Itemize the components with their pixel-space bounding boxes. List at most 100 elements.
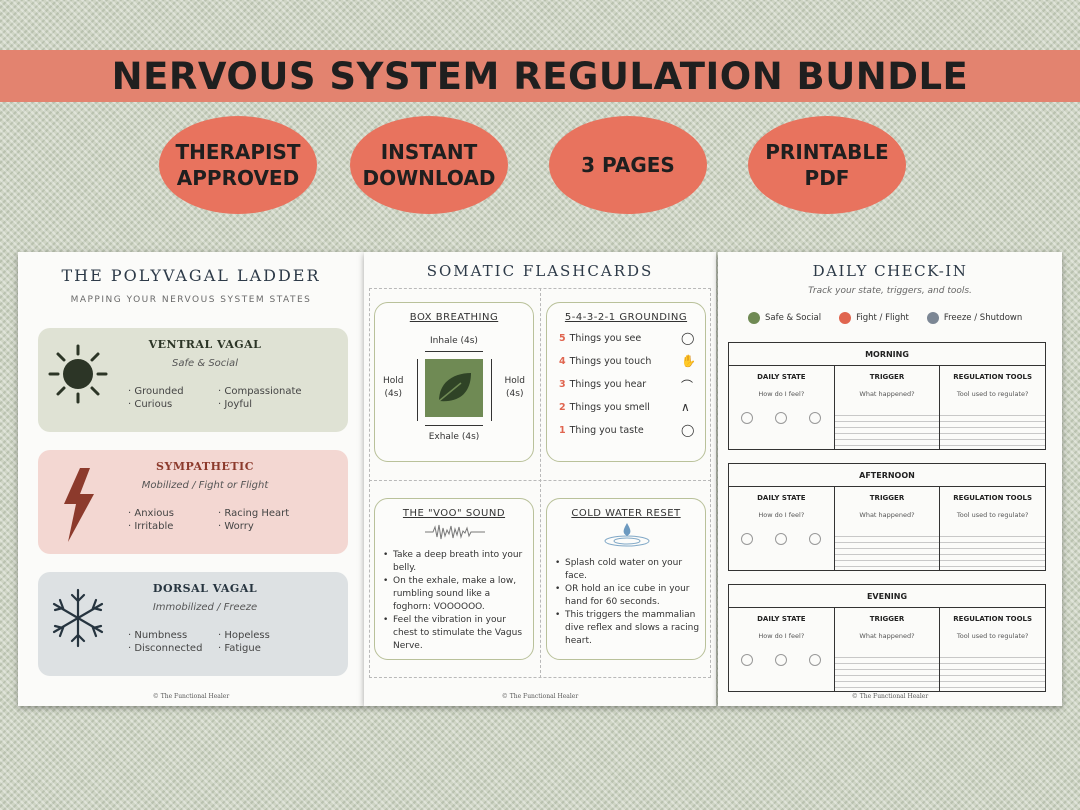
title-banner: NERVOUS SYSTEM REGULATION BUNDLE (0, 50, 1080, 102)
lightning-icon (46, 464, 110, 542)
state-item: · Numbness (128, 630, 188, 641)
state-item: · Irritable (128, 521, 174, 532)
water-drop-icon (603, 521, 651, 547)
cut-line (540, 288, 541, 678)
cut-line (369, 480, 711, 481)
page-title: DAILY CHECK-IN (812, 262, 968, 280)
arrow-down-icon (491, 359, 492, 421)
nose-icon: ∧ (681, 400, 690, 414)
state-name: SYMPATHETIC (156, 460, 254, 473)
bullet-item: Feel the vibration in your chest to stim… (383, 614, 529, 653)
snowflake-icon (46, 586, 110, 650)
exhale-label: Exhale (4s) (428, 432, 480, 442)
state-sympathetic: SYMPATHETIC Mobilized / Fight or Flight … (38, 450, 348, 554)
arrow-right-icon (425, 351, 483, 352)
card-title: BOX BREATHING (409, 312, 499, 323)
bullet-item: This triggers the mammalian dive reflex … (555, 609, 701, 648)
legend-item: Fight / Flight (839, 312, 909, 324)
card-voo-sound: THE "VOO" SOUND Take a deep breath into … (374, 498, 534, 660)
arrow-up-icon (417, 359, 418, 421)
page-footer: © The Functional Healer (152, 693, 230, 700)
badge-3-pages: 3 PAGES (549, 116, 707, 214)
soundwave-icon (425, 523, 485, 541)
card-box-breathing: BOX BREATHING Inhale (4s) Hold (4s) Hold… (374, 302, 534, 462)
ear-icon: ⌒ (681, 379, 694, 393)
state-item: · Joyful (218, 399, 252, 410)
page-footer: © The Functional Healer (501, 693, 579, 700)
page-daily-check-in: DAILY CHECK-IN Track your state, trigger… (718, 252, 1062, 706)
page-subtitle: MAPPING YOUR NERVOUS SYSTEM STATES (70, 295, 312, 305)
card-title: COLD WATER RESET (571, 508, 681, 519)
writing-lines[interactable] (940, 531, 1046, 570)
state-circle[interactable] (775, 654, 787, 666)
page-title: THE POLYVAGAL LADDER (61, 266, 321, 285)
writing-lines[interactable] (834, 531, 940, 570)
page-somatic-flashcards: SOMATIC FLASHCARDS BOX BREATHING Inhale … (364, 252, 716, 706)
state-item: · Worry (218, 521, 254, 532)
state-circle[interactable] (775, 533, 787, 545)
page-polyvagal-ladder: THE POLYVAGAL LADDER MAPPING YOUR NERVOU… (18, 252, 364, 706)
hand-icon: ✋ (681, 354, 696, 368)
hold-right-label: Hold (4s) (504, 376, 526, 399)
red-dot-icon (839, 312, 852, 324)
state-name: VENTRAL VAGAL (148, 338, 262, 351)
state-circle[interactable] (741, 412, 753, 424)
state-circle[interactable] (741, 654, 753, 666)
badge-instant-download: INSTANT DOWNLOAD (350, 116, 508, 214)
slate-dot-icon (926, 312, 939, 324)
state-tag: Safe & Social (172, 358, 238, 369)
card-title: 5-4-3-2-1 GROUNDING (564, 312, 688, 323)
state-circle[interactable] (809, 654, 821, 666)
leaf-icon (425, 359, 483, 417)
inhale-label: Inhale (4s) (430, 336, 478, 346)
state-item: · Fatigue (218, 643, 261, 654)
page-footer: © The Functional Healer (851, 693, 929, 700)
card-cold-water-reset: COLD WATER RESET Splash cold water on yo… (546, 498, 706, 660)
legend-item: Safe & Social (748, 312, 821, 324)
card-title: THE "VOO" SOUND (402, 508, 506, 519)
block-heading: EVENING (729, 585, 1045, 608)
state-name: DORSAL VAGAL (152, 582, 258, 595)
page-subtitle: Track your state, triggers, and tools. (808, 286, 972, 296)
writing-lines[interactable] (940, 652, 1046, 691)
arrow-left-icon (425, 425, 483, 426)
badge-therapist-approved: THERAPIST APPROVED (159, 116, 317, 214)
bullet-item: Take a deep breath into your belly. (383, 549, 529, 575)
writing-lines[interactable] (834, 410, 940, 449)
state-circle[interactable] (809, 412, 821, 424)
legend-item: Freeze / Shutdown (926, 312, 1022, 324)
eye-icon: ◯ (681, 331, 695, 345)
state-legend: Safe & Social Fight / Flight Freeze / Sh… (748, 312, 1042, 324)
state-ventral-vagal: VENTRAL VAGAL Safe & Social · Grounded ·… (38, 328, 348, 432)
block-heading: AFTERNOON (729, 464, 1045, 487)
writing-lines[interactable] (940, 410, 1046, 449)
state-tag: Mobilized / Fight or Flight (141, 480, 269, 491)
state-item: · Grounded (128, 386, 184, 397)
bullet-item: OR hold an ice cube in your hand for 60 … (555, 583, 701, 609)
state-item: · Anxious (128, 508, 174, 519)
state-circle[interactable] (741, 533, 753, 545)
mouth-icon: ◯ (681, 423, 695, 437)
writing-lines[interactable] (834, 652, 940, 691)
state-circle[interactable] (775, 412, 787, 424)
bullet-item: On the exhale, make a low, rumbling soun… (383, 575, 529, 614)
bullet-item: Splash cold water on your face. (555, 557, 701, 583)
state-item: · Compassionate (218, 386, 302, 397)
state-circle[interactable] (809, 533, 821, 545)
state-dorsal-vagal: DORSAL VAGAL Immobilized / Freeze · Numb… (38, 572, 348, 676)
badge-printable-pdf: PRINTABLE PDF (748, 116, 906, 214)
